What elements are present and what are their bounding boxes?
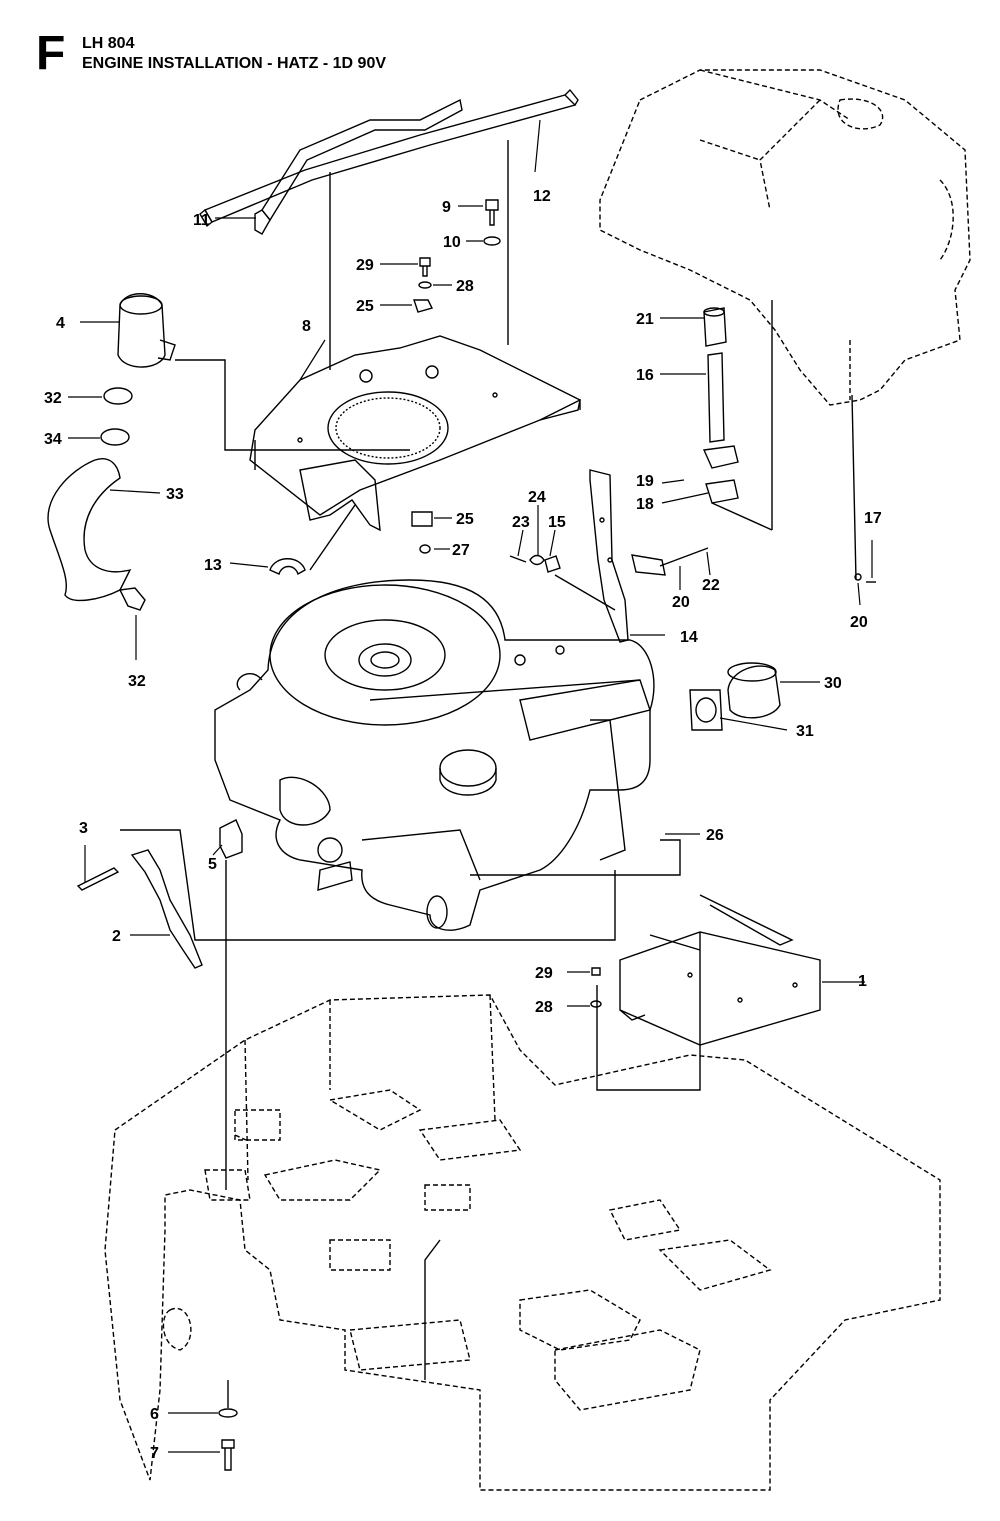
callout-21: 21 bbox=[636, 311, 654, 328]
clamp-15 bbox=[544, 555, 561, 573]
callout-31: 31 bbox=[796, 723, 814, 740]
rod-22 bbox=[659, 547, 709, 567]
section-letter: F bbox=[36, 27, 66, 80]
shroud-plate-8 bbox=[249, 335, 581, 532]
callout-28-top: 28 bbox=[456, 278, 474, 295]
callout-19: 19 bbox=[636, 473, 654, 490]
washer-20-right bbox=[854, 573, 862, 581]
callout-13: 13 bbox=[204, 557, 222, 574]
callout-30: 30 bbox=[824, 675, 842, 692]
callout-29-lower: 29 bbox=[535, 965, 553, 982]
intake-hose-33 bbox=[47, 458, 146, 611]
bolt-29-washer-28-clip-25-top bbox=[413, 257, 434, 313]
flange-31 bbox=[689, 689, 723, 731]
callout-12: 12 bbox=[533, 188, 551, 205]
bracket-14 bbox=[589, 469, 666, 643]
callout-34: 34 bbox=[44, 431, 62, 448]
leader-frame bbox=[424, 1239, 441, 1380]
callout-23: 23 bbox=[512, 514, 530, 531]
callout-25-top: 25 bbox=[356, 298, 374, 315]
callout-29-top: 29 bbox=[356, 257, 374, 274]
leader-17 bbox=[851, 394, 857, 581]
callout-28-lower: 28 bbox=[535, 999, 553, 1016]
callout-33: 33 bbox=[166, 486, 184, 503]
body-shell bbox=[599, 69, 971, 406]
leader-bracket-2 bbox=[120, 829, 616, 941]
callout-4: 4 bbox=[56, 315, 65, 332]
column-16-assembly bbox=[702, 307, 773, 531]
rail-11 bbox=[254, 98, 463, 235]
callout-3: 3 bbox=[79, 820, 88, 837]
callout-14: 14 bbox=[680, 629, 698, 646]
callout-11: 11 bbox=[193, 212, 210, 229]
callout-32-top: 32 bbox=[44, 390, 62, 407]
model-number: LH 804 bbox=[82, 35, 135, 52]
hose-clamp-32-top bbox=[103, 387, 133, 405]
callout-24: 24 bbox=[528, 489, 546, 506]
rail-12 bbox=[199, 88, 579, 228]
callout-leaders bbox=[68, 119, 873, 1453]
callout-20-right: 20 bbox=[850, 614, 868, 631]
bolt-3 bbox=[76, 867, 120, 891]
spring-24 bbox=[529, 554, 545, 566]
callout-18: 18 bbox=[636, 496, 654, 513]
engine-26 bbox=[214, 579, 655, 931]
solenoid-5 bbox=[219, 819, 243, 859]
callout-1: 1 bbox=[858, 973, 867, 990]
leader-plate-1 bbox=[596, 985, 701, 1091]
washer-28-lower bbox=[590, 1000, 602, 1008]
callout-10: 10 bbox=[443, 234, 461, 251]
callout-17: 17 bbox=[864, 510, 882, 527]
chassis-frame bbox=[104, 994, 941, 1491]
callout-22: 22 bbox=[702, 577, 720, 594]
clamp-13 bbox=[269, 558, 306, 576]
bolt-9-washer-10 bbox=[483, 199, 501, 246]
bolt-7 bbox=[221, 1439, 235, 1471]
callout-32-bottom: 32 bbox=[128, 673, 146, 690]
callout-25-bottom: 25 bbox=[456, 511, 474, 528]
ring-34 bbox=[100, 428, 130, 446]
callout-7: 7 bbox=[150, 1445, 159, 1462]
pin-23 bbox=[509, 555, 527, 563]
mounting-plate-1 bbox=[619, 894, 821, 1046]
diagram-title: ENGINE INSTALLATION - HATZ - 1D 90V bbox=[82, 55, 387, 72]
callouts: 1 2 3 4 5 6 7 8 9 10 11 12 13 14 15 16 1… bbox=[44, 188, 882, 1462]
bracket-2 bbox=[130, 849, 203, 969]
callout-9: 9 bbox=[442, 199, 451, 216]
screw-29-lower bbox=[591, 967, 601, 976]
callout-2: 2 bbox=[112, 928, 121, 945]
leader-intake bbox=[175, 359, 410, 451]
leader-rod bbox=[554, 574, 616, 611]
callout-26: 26 bbox=[706, 827, 724, 844]
air-filter-inlet-4 bbox=[117, 293, 176, 368]
callout-8: 8 bbox=[302, 318, 311, 335]
washer-6 bbox=[218, 1408, 238, 1418]
leader-engine-26 bbox=[470, 839, 681, 876]
callout-27: 27 bbox=[452, 542, 470, 559]
leader-clamp-13 bbox=[309, 504, 356, 571]
callout-20-center: 20 bbox=[672, 594, 690, 611]
callout-5: 5 bbox=[208, 856, 217, 873]
callout-15: 15 bbox=[548, 514, 566, 531]
exhaust-30 bbox=[727, 662, 781, 719]
bushing-25-nut-27-bottom bbox=[411, 511, 433, 554]
callout-16: 16 bbox=[636, 367, 654, 384]
flange-31-hole bbox=[695, 697, 717, 723]
callout-6: 6 bbox=[150, 1406, 159, 1423]
